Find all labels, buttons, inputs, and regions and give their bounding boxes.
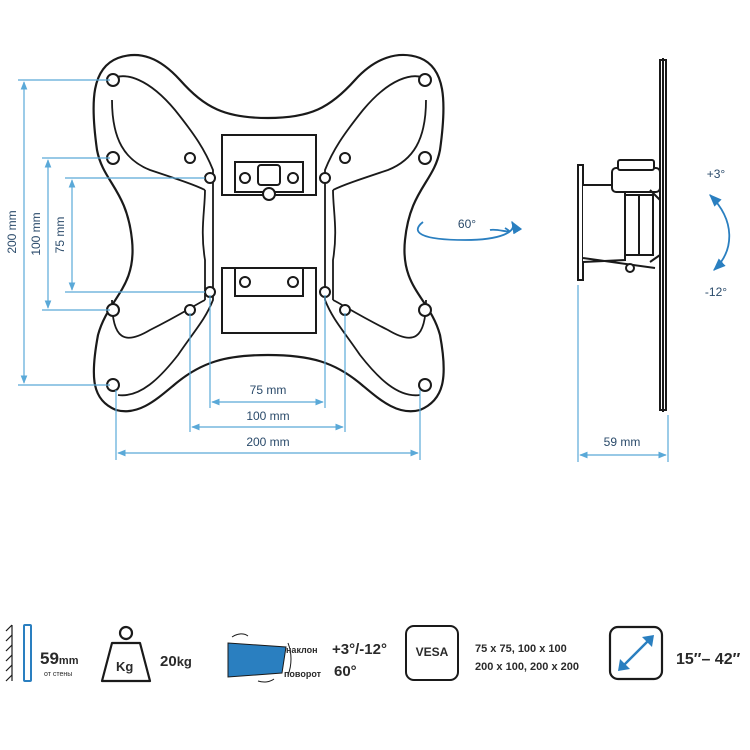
tilt-label: наклон [286, 645, 318, 655]
front-dimension-lines [18, 79, 421, 460]
tilt-down-label: -12° [705, 285, 727, 299]
center-bracket [221, 134, 317, 334]
weight-icon [98, 623, 154, 685]
tilt-swivel-icon [218, 633, 294, 683]
dim-width-100: 100 mm [246, 409, 289, 423]
spec-vesa: VESA 75 x 75, 100 x 100 200 x 100, 200 x… [405, 615, 605, 695]
dim-height-75: 75 mm [53, 217, 67, 254]
weight-value: 20 [160, 653, 177, 670]
swivel-label: поворот [284, 669, 322, 679]
dim-depth-59: 59 mm [604, 435, 641, 449]
bracket-side-view [577, 58, 667, 412]
tilt-arrow-icon [709, 194, 731, 271]
swivel-value: 60° [334, 663, 357, 680]
wall-distance-value: 59 [40, 649, 59, 668]
spec-screen-size: 15″– 42″ [608, 615, 750, 695]
tilt-value: +3°/-12° [332, 641, 387, 658]
swivel-angle-label: 60° [458, 217, 476, 231]
dim-height-200: 200 mm [5, 210, 19, 253]
screen-size-value: 15″– 42″ [676, 651, 741, 668]
screen-diagonal-icon [608, 625, 664, 681]
vesa-line-2: 200 x 100, 200 x 200 [475, 661, 579, 673]
spec-motion: наклон +3°/-12° поворот 60° [218, 615, 408, 695]
vesa-icon: VESA [405, 625, 459, 681]
wall-distance-unit: mm [58, 655, 79, 667]
plate-arms [109, 75, 429, 397]
spec-weight: Kg 20kg [98, 615, 218, 695]
weight-icon-text: Kg [116, 659, 134, 674]
spec-wall-distance: 59mm от стены [0, 615, 100, 695]
dim-height-100: 100 mm [29, 212, 43, 255]
technical-diagram: 200 mm 100 mm 75 mm 75 mm 100 mm 200 mm … [5, 53, 731, 462]
wall-plate-front-view [92, 53, 445, 413]
weight-unit: kg [176, 654, 192, 669]
side-dimension-lines [577, 285, 669, 462]
swivel-arrow-icon [416, 220, 523, 241]
wall-distance-icon [4, 623, 36, 683]
wall-distance-note: от стены [44, 671, 73, 678]
vesa-line-1: 75 x 75, 100 x 100 [475, 643, 567, 655]
dim-width-200: 200 mm [246, 435, 289, 449]
mounting-holes [106, 73, 432, 392]
tilt-up-label: +3° [707, 167, 726, 181]
dim-width-75: 75 mm [250, 383, 287, 397]
vesa-icon-text: VESA [415, 645, 449, 659]
